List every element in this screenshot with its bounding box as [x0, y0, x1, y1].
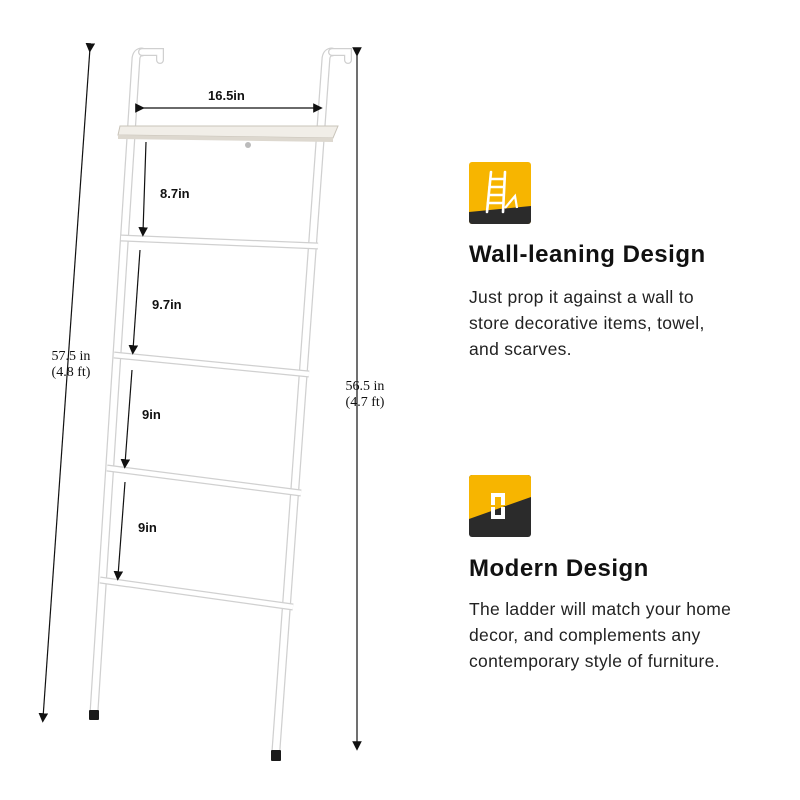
ladder-rungs: [99, 234, 319, 611]
left-rail: [89, 47, 164, 720]
dimension-lines: [38, 42, 362, 751]
ladder-icon: [469, 162, 531, 224]
right-rail: [271, 47, 352, 761]
description-line: The ladder will match your home: [469, 599, 732, 619]
gap-1-label: 8.7in: [160, 186, 190, 201]
ladder-shelf: [117, 125, 339, 148]
total-height-feet: (4.8 ft): [51, 365, 91, 380]
description-line: decor, and complements any: [469, 625, 701, 645]
feature-description-wall-leaning: Just prop it against a wall to store dec…: [469, 284, 789, 362]
gap-4-label: 9in: [138, 520, 157, 535]
gap-2-label: 9.7in: [152, 297, 182, 312]
gap-3-label: 9in: [142, 407, 161, 422]
feature-title-wall-leaning: Wall-leaning Design: [469, 241, 706, 268]
description-line: Just prop it against a wall to: [469, 287, 694, 307]
description-line: contemporary style of furniture.: [469, 651, 720, 671]
feature-title-modern: Modern Design: [469, 555, 649, 582]
inner-height-label: 56.5 in (4.7 ft): [330, 379, 400, 411]
description-line: and scarves.: [469, 339, 572, 359]
shelf-width-label: 16.5in: [208, 88, 245, 103]
inner-height-feet: (4.7 ft): [345, 395, 385, 410]
total-height-label: 57.5 in (4.8 ft): [36, 349, 106, 381]
feature-description-modern: The ladder will match your home decor, a…: [469, 596, 789, 674]
total-height-value: 57.5 in: [51, 349, 91, 364]
description-line: store decorative items, towel,: [469, 313, 705, 333]
modern-design-icon: [469, 475, 531, 537]
inner-height-value: 56.5 in: [345, 379, 385, 394]
